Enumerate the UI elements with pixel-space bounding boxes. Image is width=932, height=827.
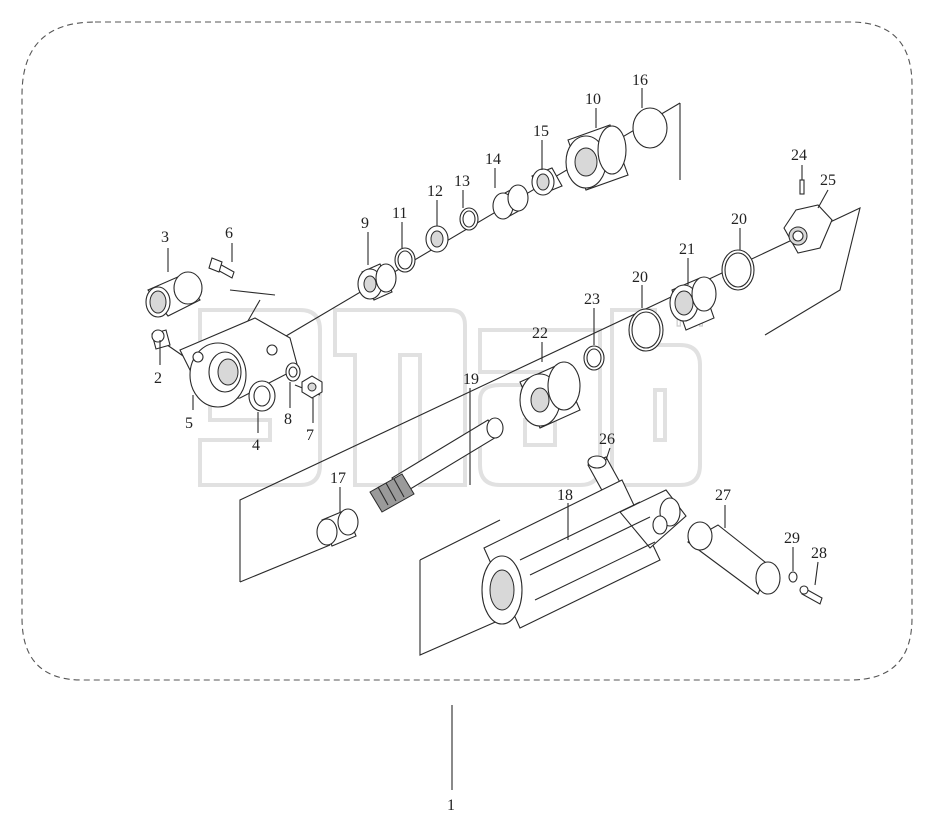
assembly-boundary xyxy=(21,21,913,681)
callout-24: 24 xyxy=(791,147,807,164)
part-22-piston xyxy=(519,361,581,429)
callout-21: 21 xyxy=(679,241,695,258)
part-7-hex-nut xyxy=(301,375,323,399)
callout-20-upper: 20 xyxy=(731,211,747,228)
callout-16: 16 xyxy=(632,72,648,89)
part-29-o-ring xyxy=(788,571,798,583)
part-23-o-ring xyxy=(583,345,605,371)
callout-22: 22 xyxy=(532,325,548,342)
part-10-gland-nut xyxy=(565,124,629,191)
callout-1: 1 xyxy=(447,797,455,814)
callout-12: 12 xyxy=(427,183,443,200)
callout-5: 5 xyxy=(185,415,193,432)
part-5-end-housing xyxy=(179,317,299,408)
leader-lines xyxy=(159,88,829,790)
part-4-snap-ring xyxy=(248,380,276,412)
callout-26: 26 xyxy=(599,431,615,448)
part-2-grease-nipple xyxy=(151,329,171,350)
callout-13: 13 xyxy=(454,173,470,190)
callout-15: 15 xyxy=(533,123,549,140)
callout-27: 27 xyxy=(715,487,731,504)
callout-labels: 1 2 3 4 5 6 7 8 9 10 11 12 13 14 15 16 1… xyxy=(154,72,836,814)
part-21-bushing xyxy=(669,276,717,331)
part-15-seal xyxy=(531,167,563,196)
part-14-bushing xyxy=(492,184,529,220)
part-9-gland-cap xyxy=(357,263,397,301)
callout-4: 4 xyxy=(252,437,260,454)
callout-6: 6 xyxy=(225,225,233,242)
part-19-piston-rod xyxy=(369,417,504,513)
callout-29: 29 xyxy=(784,530,800,547)
callout-25: 25 xyxy=(820,172,836,189)
callout-9: 9 xyxy=(361,215,369,232)
part-25-hex-nut xyxy=(783,204,833,254)
part-13-ring xyxy=(459,207,479,231)
part-20-seal-ring-upper xyxy=(721,249,755,291)
part-28-screw xyxy=(799,585,823,605)
callout-18: 18 xyxy=(557,487,573,504)
callout-8: 8 xyxy=(284,411,292,428)
callout-2: 2 xyxy=(154,370,162,387)
part-18-cylinder-barrel xyxy=(481,479,687,629)
part-16-disk xyxy=(632,107,668,149)
callout-19: 19 xyxy=(463,371,479,388)
callout-10: 10 xyxy=(585,91,601,108)
callout-11: 11 xyxy=(392,205,407,222)
callout-14: 14 xyxy=(485,151,501,168)
part-27-cross-shaft xyxy=(686,521,781,595)
part-20-seal-ring-lower xyxy=(628,308,664,352)
callout-23: 23 xyxy=(584,291,600,308)
part-17-bushing xyxy=(316,508,359,547)
callout-20-lower: 20 xyxy=(632,269,648,286)
part-24-pin xyxy=(799,179,805,195)
callout-17: 17 xyxy=(330,470,346,487)
callout-7: 7 xyxy=(306,427,314,444)
part-11-o-ring xyxy=(394,247,416,273)
callout-3: 3 xyxy=(161,229,169,246)
callout-28: 28 xyxy=(811,545,827,562)
part-6-bolt xyxy=(208,257,235,279)
part-3-bushing xyxy=(145,271,203,318)
part-8-o-ring xyxy=(285,362,301,382)
part-12-washer xyxy=(425,225,449,253)
